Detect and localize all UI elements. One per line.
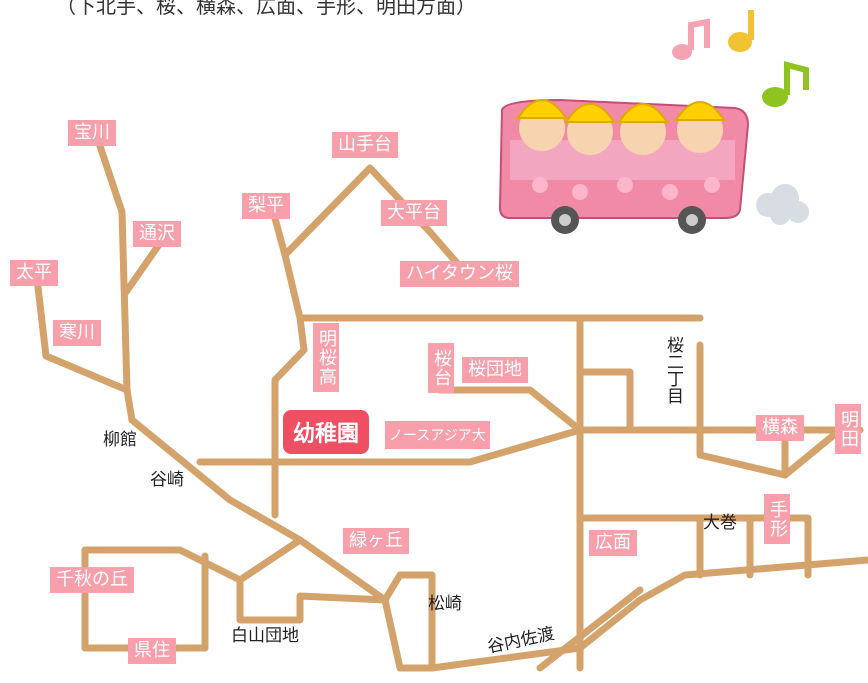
label-matsuzaki: 松崎 — [428, 594, 462, 614]
label-sakura2: 桜二丁目 — [663, 336, 683, 404]
label-hiroomote: 広面 — [589, 530, 637, 556]
music-note-green-icon — [762, 61, 809, 107]
label-yazaki: 谷崎 — [150, 470, 184, 490]
label-yamatedai: 山手台 — [332, 132, 398, 158]
music-note-yellow-icon — [728, 10, 754, 52]
label-hakusan: 白山団地 — [231, 626, 299, 646]
label-sakuradanchi: 桜団地 — [462, 357, 528, 383]
kindergarten-badge: 幼稚園 — [283, 410, 370, 454]
header-text: （下北手、桜、横森、広面、手形、明田方面） — [56, 0, 476, 18]
label-akita: 明田 — [835, 404, 861, 454]
label-midorigaoka: 緑ヶ丘 — [343, 528, 409, 554]
label-taihei: 太平 — [10, 260, 58, 286]
label-yokomori: 横森 — [756, 415, 804, 441]
label-kanzawa: 寒川 — [53, 320, 101, 346]
label-tegata: 手形 — [764, 494, 790, 544]
music-note-pink-icon — [672, 18, 710, 60]
label-sakuradai: 桜台 — [428, 343, 454, 393]
label-hightown: ハイタウン桜 — [400, 261, 519, 287]
children-group — [516, 99, 726, 155]
road-network — [32, 136, 868, 672]
label-meiokou: 明桜高 — [313, 323, 339, 392]
label-senshu: 千秋の丘 — [50, 567, 134, 593]
label-oohiradai: 大平台 — [381, 200, 447, 226]
label-tsuzawa: 通沢 — [133, 221, 181, 247]
label-kenjuu: 県住 — [128, 638, 176, 664]
label-yanagidate: 柳館 — [103, 430, 137, 450]
label-rihei: 梨平 — [242, 193, 290, 219]
exhaust-cloud-icon — [756, 184, 809, 225]
school-bus-icon — [498, 98, 750, 234]
label-takarakawa: 宝川 — [68, 120, 116, 146]
label-oomaki: 大巻 — [703, 513, 737, 533]
label-north-asia: ノースアジア大 — [385, 421, 490, 449]
